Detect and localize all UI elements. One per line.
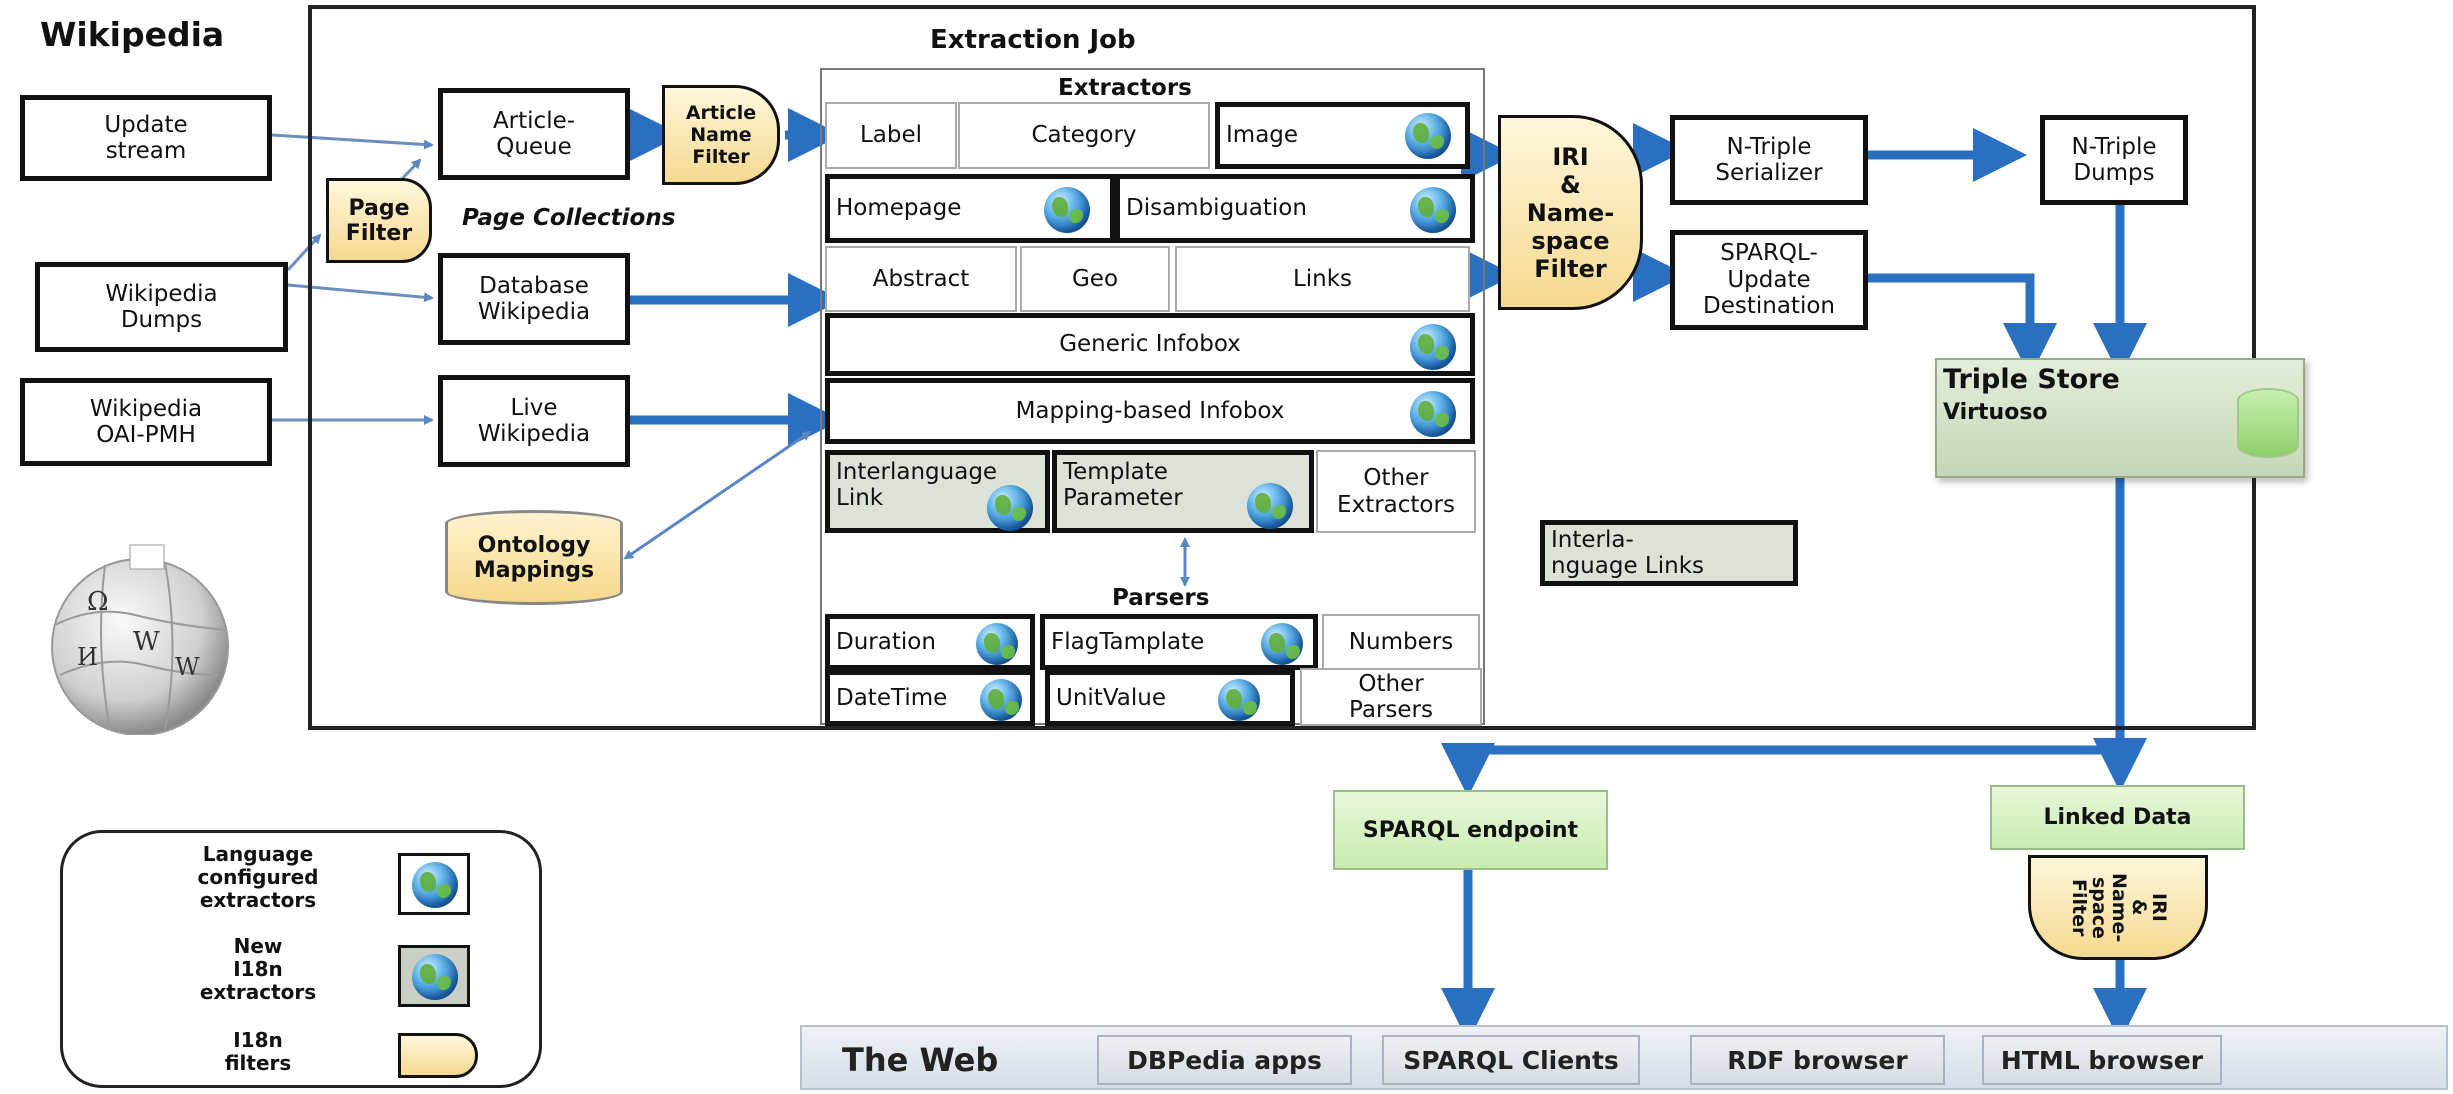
database-wikipedia: Database Wikipedia [438,253,630,345]
extractor-homepage: Homepage [825,174,1115,243]
extractor-mapping-infobox-label: Mapping-based Infobox [1015,397,1285,424]
extraction-job-title: Extraction Job [930,25,1136,55]
iri-namespace-filter-web: IRI & Name- space Filter [2028,855,2208,960]
page-collections-label: Page Collections [462,205,676,231]
ntriple-dumps: N-Triple Dumps [2040,115,2188,205]
wikipedia-logo-icon: Ω W И W [51,544,229,735]
page-filter: Page Filter [326,178,432,263]
legend-i18n-filters-swatch [398,1033,478,1078]
globe-icon [1410,391,1456,437]
triple-store: Triple Store Virtuoso [1935,358,2305,478]
iri-namespace-filter-web-shape: IRI & Name- space Filter [2028,855,2208,960]
extractor-image: Image [1215,102,1470,169]
parsers-title: Parsers [1112,585,1210,611]
web-item-html-browser: HTML browser [1982,1035,2222,1085]
extractor-disambiguation: Disambiguation [1115,174,1475,243]
the-web-bar: The Web DBPedia apps SPARQL Clients RDF … [800,1025,2448,1090]
ontology-mappings-store: Ontology Mappings [445,510,623,605]
globe-icon [987,485,1033,531]
legend-new-i18n-swatch [398,945,470,1007]
wikipedia-dumps-source: Wikipedia Dumps [35,262,288,352]
extractor-generic-infobox-label: Generic Infobox [1059,331,1241,358]
legend-i18n-filters-label: I18n filters [224,1028,292,1075]
extractor-interlanguage-link-label: Interlanguage Link [836,459,998,512]
extractor-abstract: Abstract [825,246,1017,312]
database-icon [2237,388,2299,458]
globe-icon [1218,679,1260,721]
extractor-image-label: Image [1226,122,1299,149]
globe-icon [412,862,458,908]
linked-data: Linked Data [1990,785,2245,850]
parser-numbers: Numbers [1322,614,1480,670]
extractor-geo: Geo [1020,246,1170,312]
wikipedia-title: Wikipedia [40,15,225,54]
parser-unitvalue-label: UnitValue [1056,684,1166,711]
svg-text:W: W [133,627,160,657]
extractor-category: Category [958,102,1210,169]
legend-new-i18n-label: New I18n extractors [199,934,317,1004]
globe-icon [1410,187,1456,233]
globe-icon [980,679,1022,721]
web-item-dbpedia-apps: DBPedia apps [1097,1035,1352,1085]
sparql-update-destination: SPARQL- Update Destination [1670,230,1868,330]
extractor-label: Label [825,102,957,169]
globe-icon [1247,483,1293,529]
parser-flagtemplate-label: FlagTamplate [1051,628,1205,655]
article-name-filter: Article Name Filter [662,85,780,185]
extractor-other: Other Extractors [1316,450,1476,533]
extractor-mapping-infobox: Mapping-based Infobox [825,378,1475,444]
update-stream-source: Update stream [20,95,272,181]
triple-store-title: Triple Store [1943,364,2120,395]
live-wikipedia: Live Wikipedia [438,375,630,467]
parser-other: Other Parsers [1300,668,1482,726]
parser-duration: Duration [825,614,1035,670]
the-web-title: The Web [842,1041,999,1079]
parser-flagtemplate: FlagTamplate [1040,614,1318,670]
globe-icon [1261,623,1303,665]
parser-datetime-label: DateTime [836,684,948,711]
extractor-homepage-label: Homepage [836,195,962,222]
svg-text:Ω: Ω [87,587,109,617]
parser-datetime: DateTime [825,670,1035,726]
triple-store-subtitle: Virtuoso [1943,400,2048,425]
extractor-template-parameter: Template Parameter [1052,450,1314,533]
web-item-sparql-clients: SPARQL Clients [1382,1035,1640,1085]
parser-duration-label: Duration [836,628,936,655]
extractor-links: Links [1175,246,1470,312]
legend: Language configured extractors New I18n … [60,830,542,1088]
extractor-disambiguation-label: Disambiguation [1126,195,1307,222]
legend-language-configured-label: Language configured extractors [197,842,319,912]
article-queue: Article- Queue [438,88,630,180]
globe-icon [1405,113,1451,159]
globe-icon [1044,187,1090,233]
interlanguage-links-store: Interla- nguage Links [1540,520,1798,586]
wikipedia-oai-source: Wikipedia OAI-PMH [20,378,272,466]
globe-icon [1410,324,1456,370]
svg-text:И: И [77,643,98,671]
extractor-generic-infobox: Generic Infobox [825,313,1475,376]
extractor-interlanguage-link: Interlanguage Link [825,450,1050,533]
web-item-rdf-browser: RDF browser [1690,1035,1945,1085]
globe-icon [976,623,1018,665]
extractor-template-parameter-label: Template Parameter [1063,459,1183,512]
sparql-endpoint: SPARQL endpoint [1333,790,1608,870]
iri-namespace-filter: IRI & Name- space Filter [1498,115,1643,310]
legend-language-configured-swatch [398,853,470,915]
ntriple-serializer: N-Triple Serializer [1670,115,1868,205]
globe-icon [412,954,458,1000]
parser-unitvalue: UnitValue [1045,670,1295,726]
extractors-title: Extractors [1058,75,1192,101]
iri-namespace-filter-web-label: IRI & Name- space Filter [2068,872,2170,943]
svg-text:W: W [175,653,200,681]
